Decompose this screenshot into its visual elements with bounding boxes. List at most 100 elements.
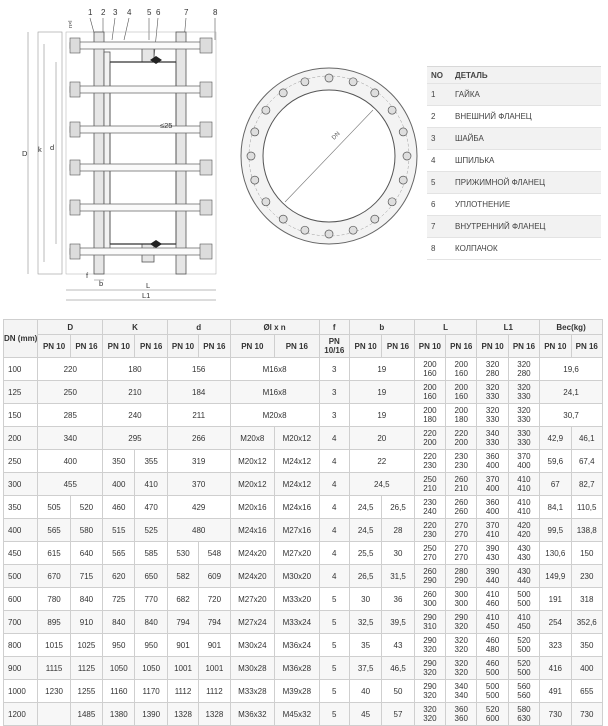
- cell-line: 460: [485, 599, 500, 608]
- cell-d: 211: [166, 403, 231, 427]
- cell-line: 410: [517, 498, 531, 507]
- cell-bolt: M33x24: [274, 610, 320, 634]
- cell-K: 295: [102, 426, 168, 450]
- cell-line: 260: [423, 567, 437, 576]
- bolt-hole: [250, 175, 260, 185]
- header-weight: Bec(kg): [539, 319, 603, 335]
- cell-d: 1328: [166, 702, 200, 726]
- cell-line: 160: [423, 369, 437, 378]
- cell-K: 725: [102, 587, 136, 611]
- cell-d: 429: [166, 495, 231, 519]
- pn10: PN 10: [229, 334, 276, 358]
- cell-d: 319: [166, 449, 231, 473]
- cell-b: 32,5: [348, 610, 383, 634]
- cell-K: 1170: [134, 679, 168, 703]
- cell-line: 320: [423, 691, 437, 700]
- cell-b: 40: [348, 679, 383, 703]
- cell-D: 340: [37, 426, 104, 450]
- cell-line: 200: [454, 383, 468, 392]
- cell-line: 400: [485, 507, 500, 516]
- cell-dn: 250: [2, 449, 39, 473]
- bolt-hole: [370, 88, 380, 98]
- cell-line: 280: [485, 369, 500, 378]
- cell-D: 1230: [37, 679, 71, 703]
- cell-line: 160: [454, 369, 468, 378]
- header-L: L: [413, 319, 478, 335]
- cell-line: 340: [454, 682, 468, 691]
- cell-bolt: M24x16: [229, 518, 276, 542]
- cell-K: 355: [134, 449, 168, 473]
- cell-line: 330: [517, 392, 531, 401]
- part-name: ВНУТРЕННИЙ ФЛАНЕЦ: [451, 215, 601, 238]
- cell-line: 360: [454, 705, 468, 714]
- pn10: PN 10: [166, 334, 200, 358]
- cell-line: 560: [517, 682, 531, 691]
- cell-line: 430: [517, 544, 531, 553]
- cell-line: 480: [485, 645, 500, 654]
- cell-line: 270: [423, 553, 437, 562]
- cell-b: 46,5: [381, 656, 415, 680]
- cell-d: 901: [166, 633, 200, 657]
- callout-2: 2: [101, 8, 106, 17]
- cell-line: 460: [485, 636, 500, 645]
- cell-w: 191: [539, 587, 572, 611]
- cell-bolt: M20x16: [229, 495, 276, 519]
- nuts: [69, 37, 213, 260]
- cell-D: 1125: [69, 656, 104, 680]
- bolt-hole: [261, 197, 271, 207]
- cell-line: 320: [454, 659, 468, 668]
- cell-K: 400: [102, 472, 136, 496]
- pn16: PN 16: [69, 334, 104, 358]
- cell-line: 370: [485, 475, 500, 484]
- cell-bolt: M20x12: [229, 449, 276, 473]
- cell-b: 50: [381, 679, 415, 703]
- cell-line: 320: [454, 645, 468, 654]
- callout-6: 6: [156, 8, 161, 17]
- cell-line: 200: [423, 383, 437, 392]
- callout-3: 3: [113, 8, 118, 17]
- cell-line: 280: [517, 369, 531, 378]
- part-no: 7: [427, 215, 451, 238]
- cell-b: 31,5: [381, 564, 415, 588]
- cell-dn: 1200: [2, 702, 39, 726]
- cell-line: 200: [423, 438, 437, 447]
- dim-dn: DN: [331, 131, 341, 141]
- callout-4: 4: [127, 8, 132, 17]
- cell-dn: 600: [2, 587, 39, 611]
- cell-w: 730: [570, 702, 603, 726]
- cell-line: 290: [423, 613, 437, 622]
- cell-w: 19,6: [539, 357, 603, 381]
- cell-line: 340: [454, 691, 468, 700]
- cell-w: 67: [539, 472, 572, 496]
- cell-dn: 200: [2, 426, 39, 450]
- cell-line: 430: [485, 553, 500, 562]
- cell-d: 480: [166, 518, 231, 542]
- cell-line: 270: [454, 553, 468, 562]
- cell-line: 290: [454, 576, 468, 585]
- cell-K: 210: [102, 380, 168, 404]
- cell-b: 43: [381, 633, 415, 657]
- part-name: УПЛОТНЕНИЕ: [451, 193, 601, 216]
- cell-w: 84,1: [539, 495, 572, 519]
- part-no: 3: [427, 127, 451, 150]
- callout-7: 7: [184, 8, 189, 17]
- cell-b: 22: [348, 449, 415, 473]
- cell-d: 266: [166, 426, 231, 450]
- cell-line: 320: [423, 645, 437, 654]
- cell-line: 440: [485, 576, 500, 585]
- bolt-hole: [387, 197, 397, 207]
- cell-K: 840: [102, 610, 136, 634]
